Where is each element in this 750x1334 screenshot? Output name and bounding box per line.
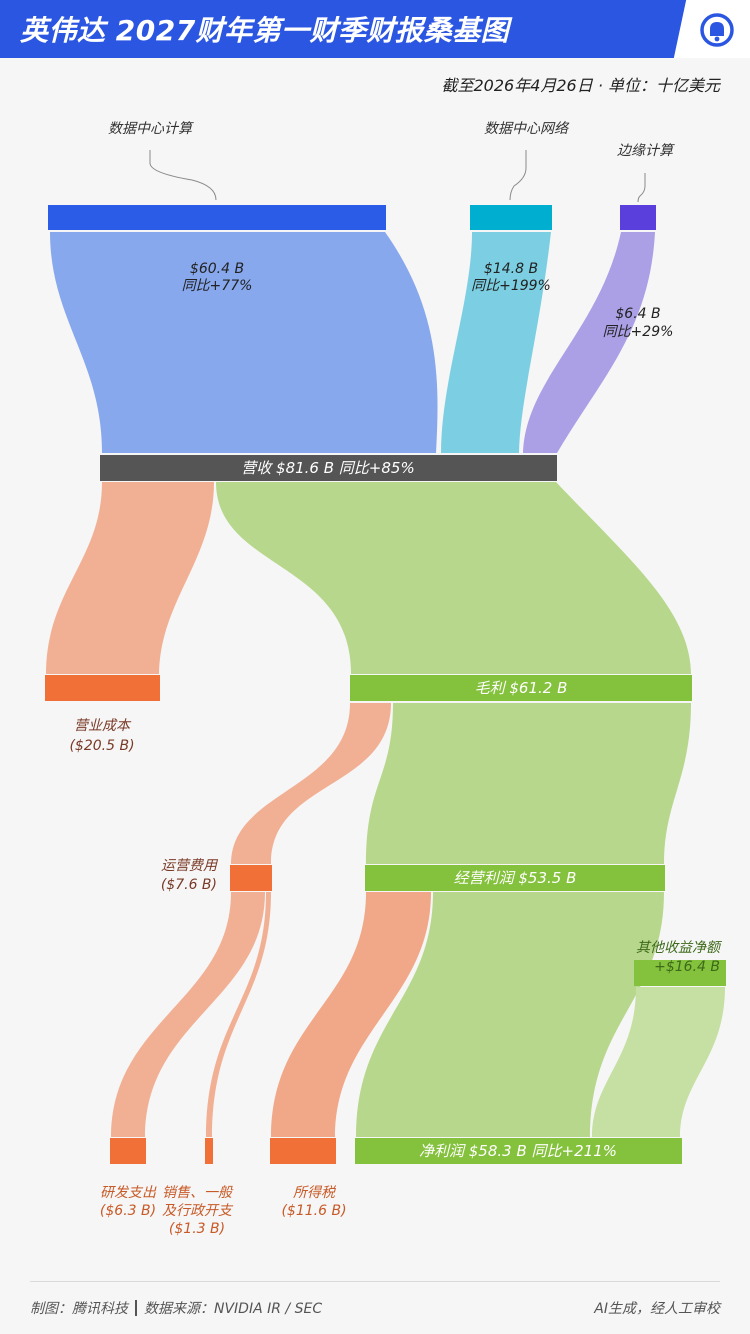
label-income-tax: 所得税	[293, 1185, 337, 1201]
label-cost-of-revenue: 营业成本	[74, 718, 132, 734]
value-datacenter-compute: $60.4 B	[190, 261, 244, 277]
footer-credit: 制图：腾讯科技	[30, 1301, 128, 1317]
value-cost-of-revenue: ($20.5 B)	[69, 738, 134, 754]
value-other-income: +$16.4 B	[654, 959, 720, 975]
sankey-flows	[46, 232, 725, 1137]
node-revenue[interactable]	[100, 455, 557, 481]
node-edge-compute[interactable]	[620, 205, 656, 230]
yoy-datacenter-compute: 同比+77%	[182, 278, 253, 294]
label-operating-income: 经营利润 $53.5 B	[454, 869, 577, 887]
footer-source: 数据来源：NVIDIA IR / SEC	[144, 1301, 323, 1317]
footer-note: AI生成，经人工审校	[594, 1301, 720, 1317]
leader-lines	[149, 150, 646, 203]
node-income-tax[interactable]	[270, 1138, 336, 1164]
node-other-income[interactable]	[634, 960, 726, 986]
node-operating-expenses[interactable]	[230, 865, 272, 891]
label-edge-compute: 边缘计算	[617, 143, 675, 159]
yoy-edge-compute: 同比+29%	[603, 324, 674, 340]
node-gross-profit[interactable]	[350, 675, 692, 701]
label-revenue: 营收 $81.6 B 同比+85%	[241, 459, 414, 477]
flow-revenue-to-gross-profit	[216, 482, 691, 674]
footer-credits: 制图：腾讯科技数据来源：NVIDIA IR / SEC	[30, 1298, 322, 1318]
value-operating-expenses: ($7.6 B)	[161, 877, 217, 893]
node-net-income[interactable]	[355, 1138, 682, 1164]
sankey-nodes	[45, 205, 726, 1164]
node-operating-income[interactable]	[365, 865, 665, 891]
flow-opex-to-sga	[206, 892, 271, 1137]
node-cost-of-revenue[interactable]	[45, 675, 160, 701]
flow-datacenter-network-to-revenue	[441, 232, 551, 453]
flow-datacenter-compute-to-revenue	[50, 232, 438, 453]
label-sga-line2: 及行政开支	[162, 1203, 234, 1219]
yoy-datacenter-network: 同比+199%	[471, 278, 551, 294]
sankey-labels: 数据中心计算 数据中心网络 边缘计算 $60.4 B 同比+77% $14.8 …	[69, 121, 723, 1237]
tencent-news-bell-icon[interactable]	[697, 10, 737, 50]
header: 英伟达 2027财年第一财季财报桑基图	[0, 0, 750, 58]
value-edge-compute: $6.4 B	[615, 306, 660, 322]
leader-datacenter-compute	[149, 150, 217, 201]
node-datacenter-network[interactable]	[470, 205, 552, 230]
flow-gross-profit-to-opex	[231, 703, 391, 864]
value-rd: ($6.3 B)	[100, 1203, 156, 1219]
footer-separator	[135, 1300, 137, 1316]
label-operating-expenses: 运营费用	[161, 858, 219, 874]
value-income-tax: ($11.6 B)	[281, 1203, 346, 1219]
date-unit-note: 截至2026年4月26日 · 单位：十亿美元	[441, 76, 720, 95]
flow-operating-income-to-tax	[271, 892, 431, 1137]
node-sga[interactable]	[205, 1138, 213, 1164]
label-rd: 研发支出	[100, 1185, 157, 1201]
flow-other-income-to-net-income	[592, 987, 725, 1137]
flow-opex-to-rd	[111, 892, 265, 1137]
label-datacenter-network: 数据中心网络	[484, 121, 570, 137]
label-gross-profit: 毛利 $61.2 B	[475, 679, 568, 697]
footer-divider	[30, 1281, 720, 1282]
leader-datacenter-network	[509, 150, 527, 201]
flow-gross-profit-to-operating-income	[366, 703, 691, 864]
flow-operating-income-to-net-income	[356, 892, 664, 1137]
node-rd[interactable]	[110, 1138, 146, 1164]
flow-edge-compute-to-revenue	[523, 232, 655, 453]
node-datacenter-compute[interactable]	[48, 205, 386, 230]
flow-revenue-to-cost-of-revenue	[46, 482, 214, 674]
label-sga-line1: 销售、一般	[162, 1185, 234, 1201]
label-datacenter-compute: 数据中心计算	[108, 121, 194, 137]
value-sga: ($1.3 B)	[169, 1221, 225, 1237]
page-title: 英伟达 2027财年第一财季财报桑基图	[20, 14, 510, 47]
leader-edge-compute	[637, 173, 646, 203]
label-other-income: 其他收益净额	[636, 940, 723, 956]
value-datacenter-network: $14.8 B	[484, 261, 538, 277]
label-net-income: 净利润 $58.3 B 同比+211%	[419, 1142, 617, 1160]
